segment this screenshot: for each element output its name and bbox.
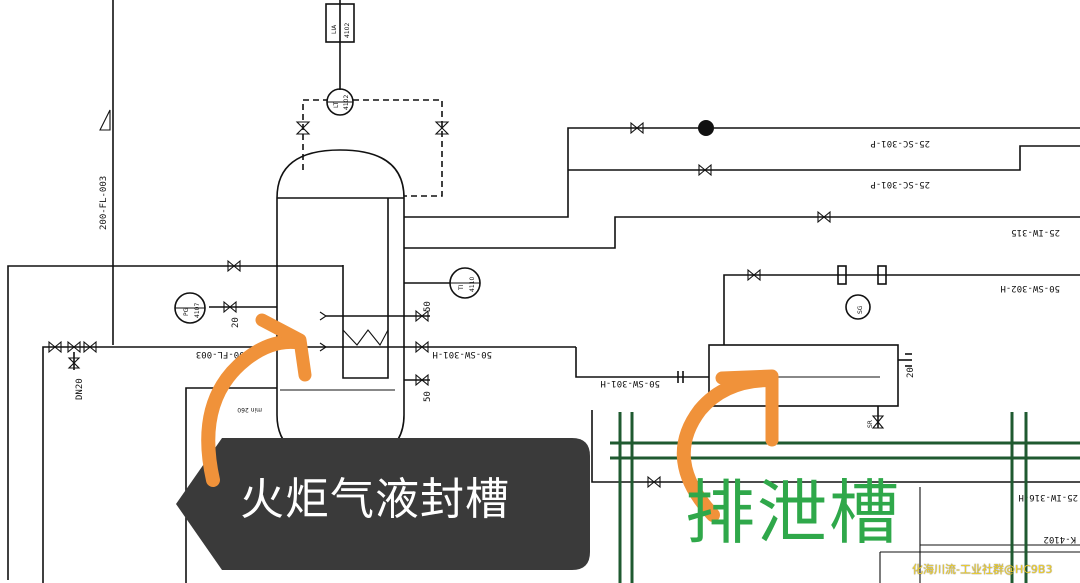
ti-number: 4110 xyxy=(469,277,476,292)
pipe-flare-inlet xyxy=(42,346,326,583)
level-impulse-line-left xyxy=(302,99,327,170)
line-label-25-iw-316-h: 25-IW-316-H xyxy=(1018,492,1078,502)
flow-arrow-marker xyxy=(99,109,111,131)
nozzle-size-50-b: 50 xyxy=(423,391,433,402)
line-label-dn20: DN20 xyxy=(75,378,85,400)
pipe-sw-302 xyxy=(723,274,1080,345)
pipe-iw-315 xyxy=(404,216,1080,249)
line-label-25-sc-301-p-upper: 25-SC-301-P xyxy=(870,138,930,148)
line-label-200-fl-003-inlet: 200-FL-003 xyxy=(196,349,250,359)
ti-tag: TI xyxy=(458,284,465,291)
sr-tag: SR xyxy=(867,420,874,428)
nozzle-size-20-left: 20 xyxy=(231,317,241,328)
lia-tag: LIA xyxy=(331,24,338,34)
sg-tag: SG xyxy=(857,305,864,314)
lt-number: 4102 xyxy=(343,95,350,110)
line-label-50-sw-301-h-a: 50-SW-301-H xyxy=(432,349,492,359)
line-label-200-fl-003-vertical: 200-FL-003 xyxy=(99,176,109,230)
seal-drum-callout-text: 火炬气液封槽 xyxy=(240,474,510,525)
sc-pump-icon xyxy=(698,120,714,136)
pipe-top-left xyxy=(7,265,343,580)
internal-baffle xyxy=(342,198,389,379)
lt-tag: LT xyxy=(333,101,340,108)
min-level-label: min 260 xyxy=(237,406,262,413)
pipe-iw-316 xyxy=(591,410,1080,483)
pipe-sc-lower xyxy=(568,145,1080,171)
seal-drum-top-head xyxy=(276,149,405,199)
level-impulse-line-right xyxy=(353,99,443,197)
sg-instrument-bubble xyxy=(845,294,871,320)
pipe-sc-upper xyxy=(404,127,700,218)
nozzle-size-50-a: 50 xyxy=(423,301,433,312)
line-label-50-sw-302-h: 50-SW-302-H xyxy=(1000,283,1060,293)
line-label-50-sw-301-h-b: 50-SW-301-H xyxy=(600,378,660,388)
watermark-text: 化海川流-工业社群@HC9B3 xyxy=(912,563,1053,576)
lia-number: 4102 xyxy=(344,23,351,38)
k4102-label: K-4102 xyxy=(1043,534,1076,544)
nozzle-size-20-tank: 20 xyxy=(906,367,916,378)
pg-number: 4107 xyxy=(194,303,201,318)
drain-tank-label: 排泄槽 xyxy=(685,472,901,554)
callout-bubble xyxy=(176,438,590,570)
line-label-25-iw-315: 25-IW-315 xyxy=(1011,227,1060,237)
pg-tag: PG xyxy=(183,307,190,316)
line-label-25-sc-301-p-lower: 25-SC-301-P xyxy=(870,179,930,189)
arrow-to-seal-drum xyxy=(201,334,302,487)
drain-tank-shell xyxy=(708,344,899,407)
